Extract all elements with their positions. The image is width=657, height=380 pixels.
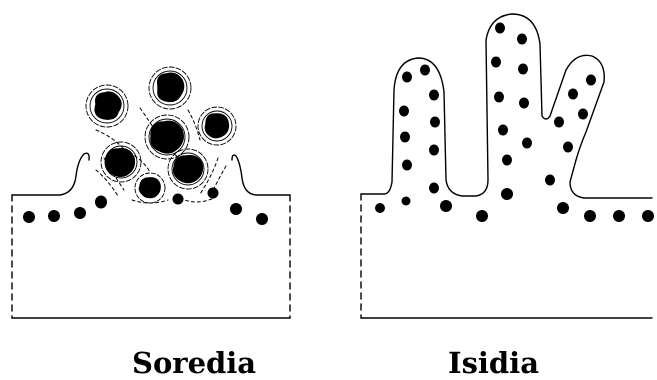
algal-cell [230, 203, 242, 215]
algal-cell [420, 65, 430, 76]
algal-cell [95, 196, 107, 209]
algal-cell [429, 183, 439, 194]
algal-cell [642, 210, 654, 222]
soredia-upper-cortex-right [232, 155, 290, 195]
algal-cell [518, 64, 528, 75]
algal-cell [568, 89, 578, 100]
algal-cell [402, 197, 411, 206]
algal-cell [74, 207, 86, 219]
algal-cell [429, 145, 439, 156]
soredia-upper-cortex-left [12, 153, 89, 195]
algal-cell [519, 98, 529, 109]
algal-cell [501, 188, 513, 200]
algal-cell [476, 210, 488, 222]
algal-cell [584, 210, 596, 222]
algal-cell [613, 210, 625, 222]
algal-cell [578, 109, 588, 120]
isidia-label: Isidia [448, 349, 539, 378]
isidia-algal-layer [375, 23, 654, 223]
algal-cell [491, 57, 501, 68]
algal-cell [494, 92, 504, 103]
algal-cell [554, 117, 564, 128]
soredia-panel [12, 67, 290, 318]
algal-cell [375, 203, 385, 213]
algal-cell [557, 202, 569, 214]
algal-cell [498, 125, 508, 136]
isidia-panel [361, 14, 654, 318]
algal-cell [586, 75, 596, 86]
algal-cell [399, 106, 409, 117]
algal-cell [173, 194, 184, 205]
algal-cell [402, 72, 412, 83]
algal-cell [440, 200, 452, 212]
soredium [149, 67, 191, 109]
algal-cell [400, 132, 410, 143]
algal-cell [563, 142, 573, 153]
algal-cell [502, 155, 512, 166]
algal-cell [495, 23, 505, 34]
algal-cell [429, 90, 439, 101]
algal-cell [23, 211, 35, 223]
soredium [86, 85, 128, 127]
soredium [168, 149, 208, 189]
algal-cell [256, 213, 268, 225]
algal-cell [522, 138, 532, 149]
algal-cell [545, 175, 555, 186]
soredium [135, 173, 165, 203]
algal-cell [208, 188, 219, 199]
soredia-label: Soredia [132, 349, 256, 378]
soredium [145, 115, 189, 159]
algal-cell [430, 117, 440, 128]
soredium [198, 107, 236, 145]
soredium [101, 142, 141, 182]
algal-cell [402, 160, 412, 171]
algal-cell [517, 34, 527, 45]
algal-cell [48, 210, 60, 222]
